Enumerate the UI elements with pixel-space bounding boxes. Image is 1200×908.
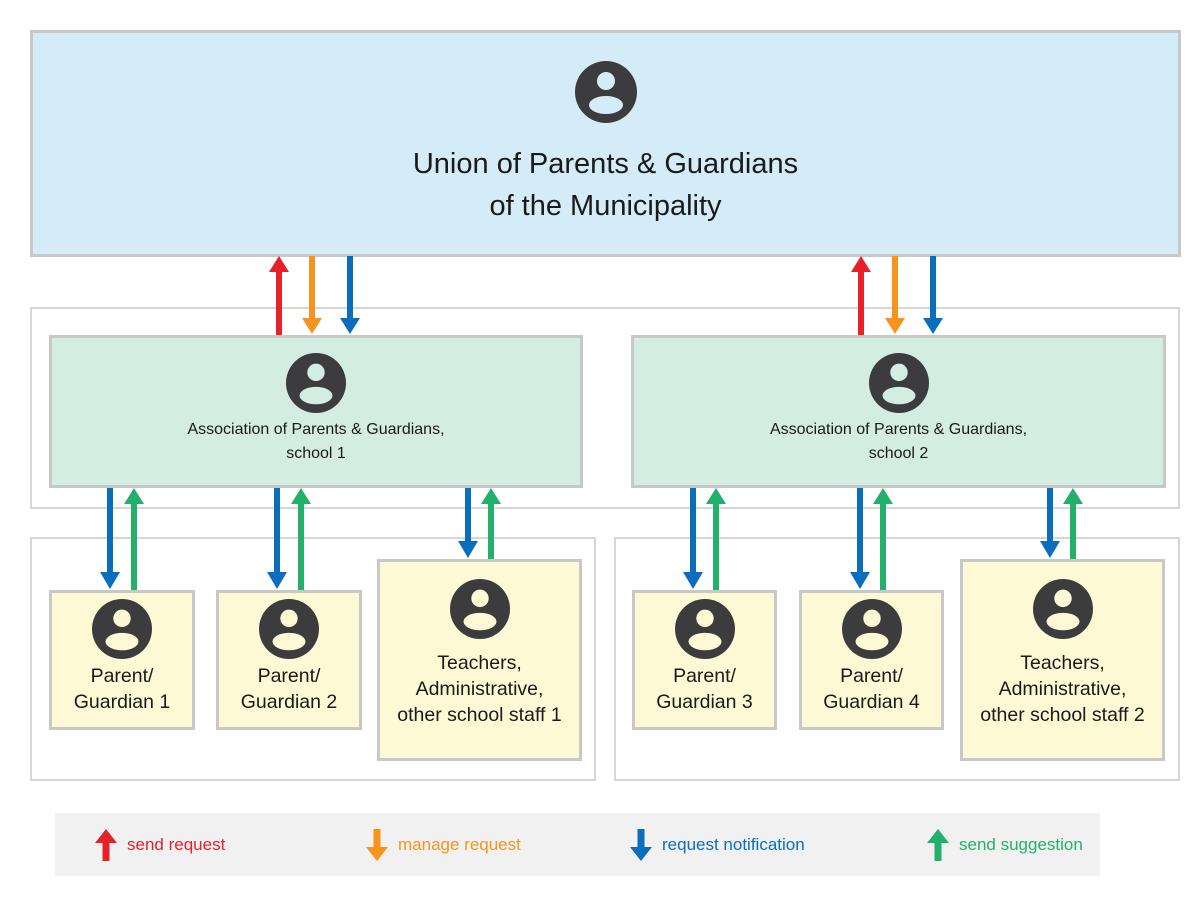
- school-2-members-frame: [614, 537, 1180, 781]
- member-label-line3: other school staff 2: [980, 704, 1145, 726]
- legend-item-request-notification: request notification: [630, 813, 805, 876]
- arrow-request-notification: [100, 488, 120, 589]
- member-parent-guardian-1: Parent/ Guardian 1: [49, 590, 195, 730]
- arrow-request-notification: [1040, 488, 1060, 558]
- legend-label: manage request: [398, 834, 521, 854]
- person-icon: [574, 61, 637, 123]
- person-icon: [868, 353, 929, 413]
- arrow-send-suggestion: [124, 488, 144, 590]
- legend-label: request notification: [662, 834, 805, 854]
- arrow-manage-request: [885, 256, 905, 334]
- member-label-line1: Parent/: [90, 665, 154, 687]
- arrow-send-suggestion: [706, 488, 726, 590]
- member-label-line2: Guardian 3: [656, 691, 753, 713]
- member-label: Parent/ Guardian 2: [219, 663, 359, 715]
- arrow-up-icon: [95, 828, 117, 861]
- member-school-staff-1: Teachers, Administrative, other school s…: [377, 559, 582, 761]
- person-icon: [1032, 579, 1093, 639]
- arrow-request-notification: [340, 256, 360, 334]
- associations-frame: [30, 307, 1180, 509]
- member-label: Teachers, Administrative, other school s…: [963, 650, 1162, 728]
- member-label-line1: Parent/: [257, 665, 321, 687]
- arrow-send-request: [269, 256, 289, 335]
- legend: send request manage request request noti…: [55, 813, 1100, 876]
- member-label: Parent/ Guardian 1: [52, 663, 192, 715]
- member-label-line1: Parent/: [673, 665, 736, 687]
- arrow-down-icon: [630, 828, 652, 861]
- arrow-request-notification: [923, 256, 943, 334]
- association-label: Association of Parents & Guardians, scho…: [52, 418, 580, 466]
- legend-item-send-suggestion: send suggestion: [927, 813, 1083, 876]
- person-icon: [449, 579, 510, 639]
- arrow-send-suggestion: [873, 488, 893, 590]
- person-icon: [674, 599, 735, 659]
- arrow-manage-request: [302, 256, 322, 334]
- member-label: Parent/ Guardian 3: [635, 663, 774, 715]
- arrow-send-request: [851, 256, 871, 335]
- union-title-line2: of the Municipality: [489, 190, 722, 222]
- arrow-send-suggestion: [291, 488, 311, 590]
- arrow-down-icon: [366, 828, 388, 861]
- arrow-send-suggestion: [1063, 488, 1083, 559]
- association-label-line1: Association of Parents & Guardians,: [187, 421, 445, 438]
- member-label: Parent/ Guardian 4: [802, 663, 941, 715]
- person-icon: [841, 599, 902, 659]
- member-label-line2: Guardian 1: [73, 691, 171, 713]
- legend-item-manage-request: manage request: [366, 813, 521, 876]
- member-school-staff-2: Teachers, Administrative, other school s…: [960, 559, 1165, 761]
- person-icon: [259, 599, 319, 659]
- association-school-2: Association of Parents & Guardians, scho…: [631, 335, 1166, 488]
- arrow-request-notification: [267, 488, 287, 589]
- member-parent-guardian-4: Parent/ Guardian 4: [799, 590, 944, 730]
- member-label-line1: Parent/: [840, 665, 903, 687]
- member-parent-guardian-3: Parent/ Guardian 3: [632, 590, 777, 730]
- legend-item-send-request: send request: [95, 813, 225, 876]
- school-1-members-frame: [30, 537, 596, 781]
- member-label-line2: Administrative,: [998, 678, 1127, 700]
- member-label-line1: Teachers,: [437, 652, 522, 674]
- arrow-request-notification: [850, 488, 870, 589]
- union-node: Union of Parents & Guardians of the Muni…: [30, 30, 1181, 257]
- member-label: Teachers, Administrative, other school s…: [380, 650, 579, 728]
- member-label-line2: Guardian 4: [823, 691, 920, 713]
- person-icon: [92, 599, 152, 659]
- association-label-line2: school 1: [286, 445, 346, 462]
- member-label-line3: other school staff 1: [397, 704, 562, 726]
- member-label-line2: Guardian 2: [240, 691, 338, 713]
- association-label: Association of Parents & Guardians, scho…: [634, 418, 1163, 466]
- association-label-line2: school 2: [868, 445, 929, 462]
- union-title-line1: Union of Parents & Guardians: [412, 148, 799, 180]
- member-label-line1: Teachers,: [1020, 652, 1105, 674]
- arrow-request-notification: [683, 488, 703, 589]
- legend-label: send request: [127, 834, 226, 854]
- union-title: Union of Parents & Guardians of the Muni…: [33, 143, 1178, 227]
- association-school-1: Association of Parents & Guardians, scho…: [49, 335, 583, 488]
- member-label-line2: Administrative,: [415, 678, 544, 700]
- legend-label: send suggestion: [959, 834, 1083, 854]
- arrow-send-suggestion: [481, 488, 501, 559]
- association-label-line1: Association of Parents & Guardians,: [769, 421, 1028, 438]
- member-parent-guardian-2: Parent/ Guardian 2: [216, 590, 362, 730]
- arrow-request-notification: [458, 488, 478, 558]
- arrow-up-icon: [927, 828, 949, 861]
- person-icon: [286, 353, 346, 413]
